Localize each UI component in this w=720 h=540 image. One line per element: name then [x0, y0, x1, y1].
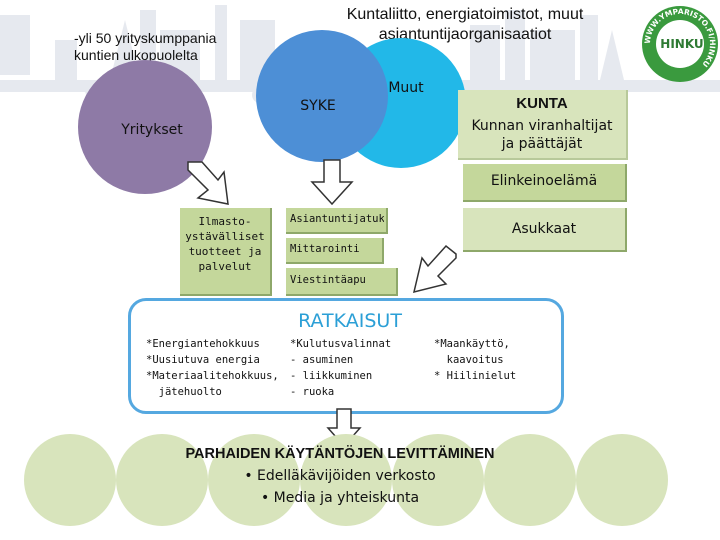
hinku-logo: WWW.YMPARISTO.FI/HINKU HINKU — [642, 6, 718, 82]
ratkaisut-col1: *Energiantehokkuus *Uusiutuva energia *M… — [146, 338, 279, 398]
bottom-bullet-2: • Media ja yhteiskunta — [260, 490, 420, 506]
asukkaat-label: Asukkaat — [511, 221, 577, 237]
ratkaisut-box — [128, 298, 564, 414]
asukkaat-box: Asukkaat — [463, 208, 627, 252]
ilmasto-box: Ilmasto- ystävälliset tuotteet ja palvel… — [180, 208, 272, 296]
kunta-title: KUNTA — [516, 95, 568, 112]
ratkaisut-title: RATKAISUT — [298, 310, 402, 332]
bottom-circles — [0, 434, 720, 534]
header-left-note: -yli 50 yrityskumppania kuntien ulkopuol… — [74, 30, 217, 63]
service-label: Viestintäapu — [290, 274, 366, 286]
elinkeinoelama-label: Elinkeinoelämä — [490, 173, 598, 189]
header-title: Kuntaliitto, energiatoimistot, muut asia… — [346, 6, 584, 43]
service-label: Mittarointi — [290, 243, 360, 255]
kunta-box: KUNTA Kunnan viranhaltijat ja päättäjät — [458, 90, 628, 160]
service-label: Asiantuntijatuki — [290, 213, 384, 225]
syke-label: SYKE — [300, 98, 336, 114]
logo-center-text: HINKU — [660, 37, 703, 51]
bottom-bullet-1: • Edelläkävijöiden verkosto — [244, 468, 436, 484]
kunta-subtitle: Kunnan viranhaltijat ja päättäjät — [471, 118, 613, 152]
ratkaisut-col3: *Maankäyttö, kaavoitus * Hiilinielut — [434, 338, 517, 382]
syke-bubble — [256, 30, 388, 162]
service-asiantuntijatuki: Asiantuntijatuki — [286, 208, 388, 234]
service-mittarointi: Mittarointi — [286, 238, 384, 264]
elinkeinoelama-box: Elinkeinoelämä — [463, 164, 627, 202]
bottom-title: PARHAIDEN KÄYTÄNTÖJEN LEVITTÄMINEN — [185, 446, 495, 462]
arrow-down-icon — [310, 159, 354, 206]
muut-label: Muut — [388, 80, 424, 96]
service-viestintaapu: Viestintäapu — [286, 268, 398, 296]
ilmasto-label: Ilmasto- ystävälliset tuotteet ja palvel… — [185, 215, 265, 273]
yritykset-label: Yritykset — [121, 122, 183, 138]
arrow-down-left-icon — [412, 244, 457, 294]
ratkaisut-col2: *Kulutusvalinnat - asuminen - liikkumine… — [290, 338, 392, 398]
arrow-down-right-icon — [187, 161, 229, 205]
